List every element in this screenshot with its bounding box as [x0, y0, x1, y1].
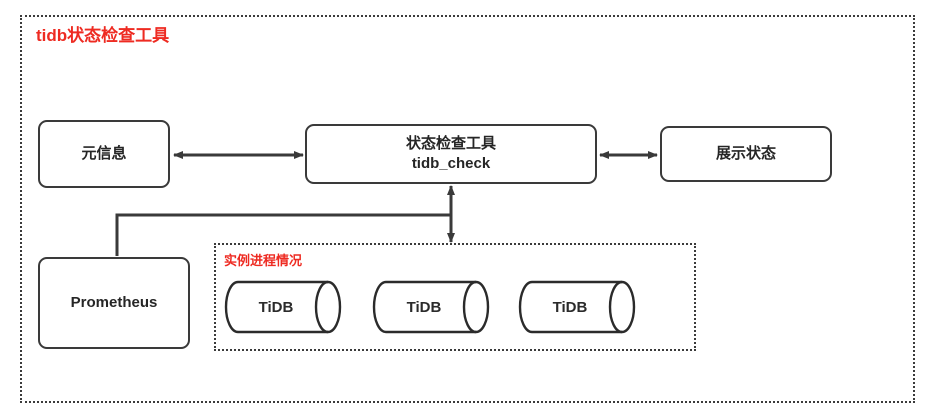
instance-cylinder-tidb-1-label: TiDB [258, 298, 294, 316]
node-status-checker-command: tidb_check [411, 155, 491, 172]
node-meta-info-label: 元信息 [81, 145, 127, 162]
instance-group-title: 实例进程情况 [224, 253, 303, 268]
instance-cylinder-tidb-2-label: TiDB [406, 298, 442, 316]
instance-cylinder-tidb-3-label: TiDB [552, 298, 588, 316]
node-prometheus-label: Prometheus [70, 294, 158, 311]
instance-cylinder-tidb-1[interactable]: TiDB [224, 280, 346, 334]
node-status-checker[interactable]: 状态检查工具 tidb_check [305, 124, 597, 184]
node-prometheus[interactable]: Prometheus [38, 257, 190, 349]
instance-cylinder-tidb-3[interactable]: TiDB [518, 280, 640, 334]
node-meta-info[interactable]: 元信息 [38, 120, 170, 188]
diagram-title: tidb状态检查工具 [36, 26, 170, 45]
node-status-checker-title: 状态检查工具 [405, 135, 496, 152]
node-display-status[interactable]: 展示状态 [660, 126, 832, 182]
instance-cylinder-tidb-2[interactable]: TiDB [372, 280, 494, 334]
node-display-status-label: 展示状态 [715, 145, 776, 162]
